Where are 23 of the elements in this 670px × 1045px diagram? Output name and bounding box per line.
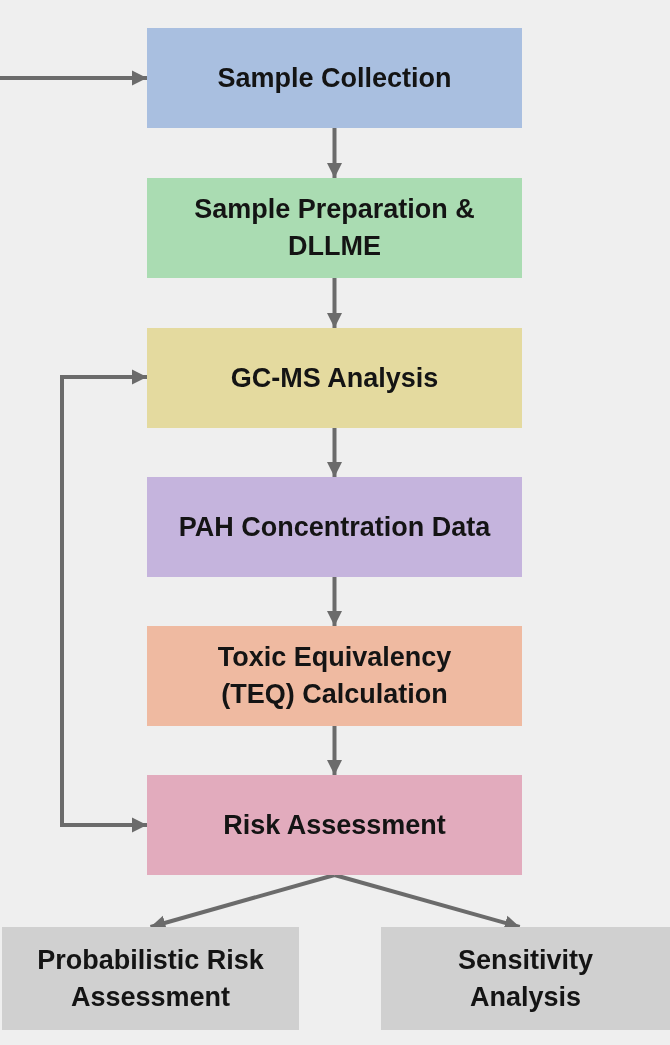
- step-label: PAH Concentration Data: [178, 510, 491, 544]
- process-box: [147, 328, 522, 428]
- arrow: [0, 70, 147, 86]
- arrow: [327, 577, 342, 626]
- arrow: [327, 726, 342, 775]
- process-box: [147, 477, 522, 577]
- step-label: Sample Collection: [217, 61, 452, 95]
- step-label: Sample Preparation & DLLME: [193, 193, 476, 263]
- step-label: Probabilistic Risk Assessment: [36, 943, 265, 1014]
- process-box: [147, 28, 522, 128]
- arrow: [327, 278, 342, 328]
- step-label: GC-MS Analysis: [230, 361, 439, 395]
- step-label: Toxic Equivalency (TEQ) Calculation: [216, 641, 453, 711]
- process-box: [147, 178, 522, 278]
- step-label: Sensitivity Analysis: [456, 943, 595, 1014]
- process-box: [147, 626, 522, 726]
- process-box: [381, 927, 670, 1030]
- step-label: Risk Assessment: [223, 808, 446, 842]
- process-box: [2, 927, 299, 1030]
- arrow: [327, 428, 342, 477]
- arrow: [327, 128, 342, 178]
- process-box: [147, 775, 522, 875]
- arrow: [60, 369, 147, 833]
